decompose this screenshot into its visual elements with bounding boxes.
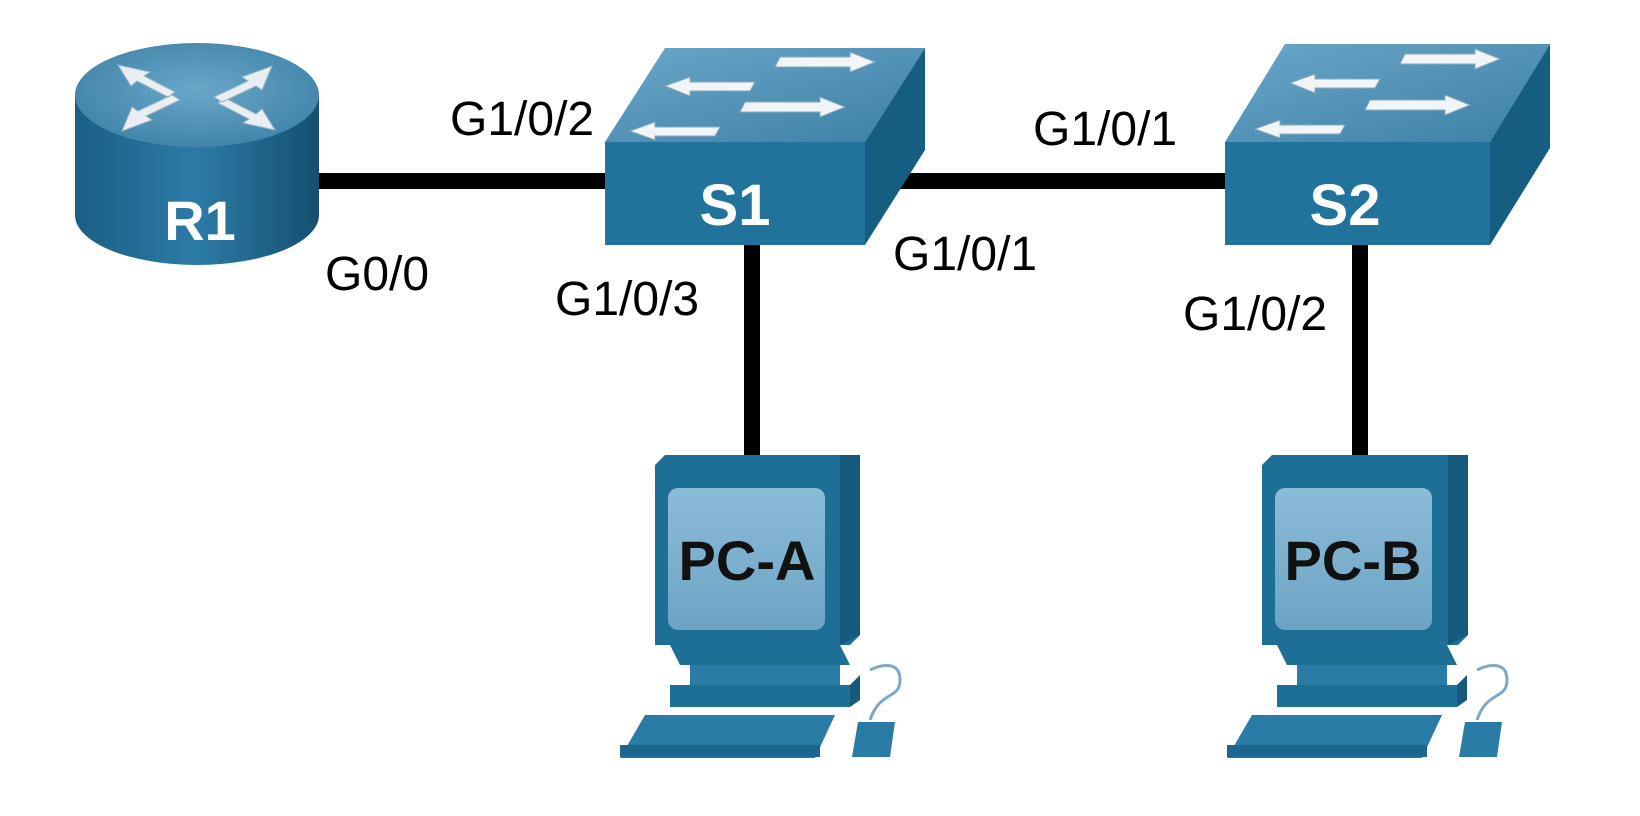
links bbox=[300, 173, 1368, 460]
port-label-s1-g1-0-3: G1/0/3 bbox=[555, 273, 699, 326]
port-label-s1-g1-0-2: G1/0/2 bbox=[450, 93, 594, 146]
port-label-r1-g0-0: G0/0 bbox=[325, 248, 429, 301]
pc-a[interactable]: PC-A bbox=[620, 455, 902, 758]
pc-icon bbox=[620, 455, 902, 758]
router-r1[interactable]: R1 bbox=[75, 43, 319, 265]
port-label-s2-g1-0-1: G1/0/1 bbox=[1033, 103, 1177, 156]
pc-b[interactable]: PC-B bbox=[1227, 455, 1509, 758]
port-label-s1-g1-0-1: G1/0/1 bbox=[893, 228, 1037, 281]
port-label-s2-g1-0-2: G1/0/2 bbox=[1183, 288, 1327, 341]
s1-label: S1 bbox=[700, 173, 771, 238]
switch-s1[interactable]: S1 bbox=[605, 48, 925, 245]
port-labels: G0/0 G1/0/2 G1/0/3 G1/0/1 G1/0/1 G1/0/2 bbox=[325, 93, 1327, 341]
pca-label: PC-A bbox=[679, 529, 816, 592]
pcb-label: PC-B bbox=[1285, 529, 1422, 592]
r1-label: R1 bbox=[164, 189, 236, 252]
switch-icon bbox=[605, 48, 925, 245]
switch-icon bbox=[1225, 44, 1550, 245]
s2-label: S2 bbox=[1310, 173, 1381, 238]
pc-icon bbox=[1227, 455, 1509, 758]
router-icon bbox=[75, 43, 319, 265]
switch-s2[interactable]: S2 bbox=[1225, 44, 1550, 245]
